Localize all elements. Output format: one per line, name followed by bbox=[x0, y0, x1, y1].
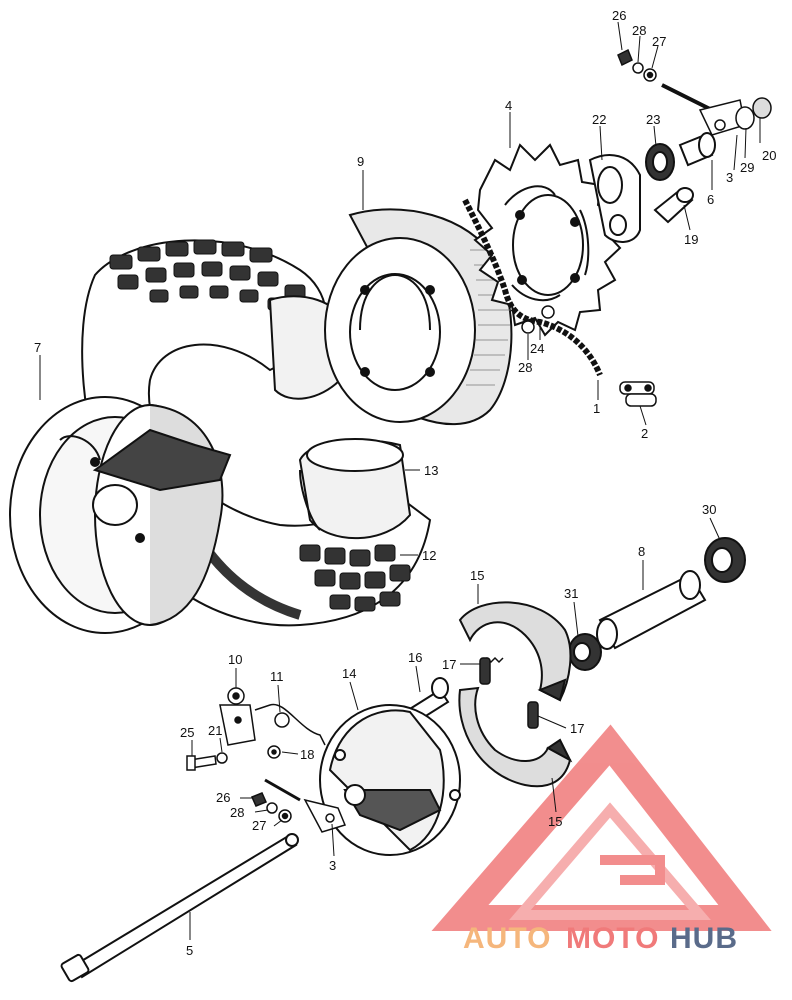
callout-20: 20 bbox=[762, 148, 776, 163]
callout-26-bottom: 26 bbox=[216, 790, 230, 805]
brake-shoe-lower bbox=[458, 686, 573, 788]
callout-18: 18 bbox=[300, 747, 314, 762]
callout-16: 16 bbox=[408, 650, 422, 665]
callout-21: 21 bbox=[208, 723, 222, 738]
callout-9: 9 bbox=[357, 154, 364, 169]
bearing-30 bbox=[704, 537, 746, 583]
collar bbox=[678, 132, 716, 167]
callout-22: 22 bbox=[592, 112, 606, 127]
callout-27-top: 27 bbox=[652, 34, 666, 49]
callout-numbers: 26 28 27 4 22 23 20 29 3 6 19 9 24 28 1 … bbox=[34, 8, 776, 958]
sprocket-carrier bbox=[588, 154, 641, 243]
brake-spring-upper bbox=[479, 656, 504, 685]
watermark-hub: HUB bbox=[670, 922, 738, 955]
callout-1: 1 bbox=[593, 401, 600, 416]
watermark-text: AUTO MOTO HUB bbox=[463, 922, 738, 955]
bearing-31 bbox=[568, 633, 602, 671]
axle-rod bbox=[60, 833, 299, 983]
callout-24: 24 bbox=[530, 341, 544, 356]
drive-chain bbox=[462, 198, 603, 377]
callout-8: 8 bbox=[638, 544, 645, 559]
callout-10: 10 bbox=[228, 652, 242, 667]
callout-14: 14 bbox=[342, 666, 356, 681]
callout-31: 31 bbox=[564, 586, 578, 601]
callout-12: 12 bbox=[422, 548, 436, 563]
leader-lines bbox=[39, 21, 761, 940]
callout-3-bottom: 3 bbox=[329, 858, 336, 873]
callout-25: 25 bbox=[180, 725, 194, 740]
callout-29: 29 bbox=[740, 160, 754, 175]
dust-seal bbox=[645, 143, 675, 181]
callout-19: 19 bbox=[684, 232, 698, 247]
callout-28-bottom: 28 bbox=[230, 805, 244, 820]
callout-2: 2 bbox=[641, 426, 648, 441]
callout-11: 11 bbox=[270, 669, 284, 684]
watermark-auto: AUTO bbox=[463, 922, 551, 955]
watermark-moto: MOTO bbox=[566, 922, 659, 955]
brake-drum bbox=[324, 208, 513, 426]
sprocket bbox=[473, 143, 622, 337]
callout-15-bottom: 15 bbox=[548, 814, 562, 829]
callout-27-bottom: 27 bbox=[252, 818, 266, 833]
callout-17-lower: 17 bbox=[570, 721, 584, 736]
callout-28-top: 28 bbox=[632, 23, 646, 38]
callout-6: 6 bbox=[707, 192, 714, 207]
callout-30: 30 bbox=[702, 502, 716, 517]
callout-15-top: 15 bbox=[470, 568, 484, 583]
callout-7: 7 bbox=[34, 340, 41, 355]
callout-26-top: 26 bbox=[612, 8, 626, 23]
inner-tube bbox=[268, 295, 412, 540]
callout-17-upper: 17 bbox=[442, 657, 456, 672]
brake-spring-lower bbox=[527, 701, 539, 729]
brake-panel bbox=[319, 704, 461, 856]
wheel-hub bbox=[9, 396, 232, 634]
callout-5: 5 bbox=[186, 943, 193, 958]
brake-shoe-upper bbox=[458, 601, 572, 702]
chain-adjuster-top bbox=[617, 48, 772, 136]
callout-4: 4 bbox=[505, 98, 512, 113]
callout-28-mid: 28 bbox=[518, 360, 532, 375]
watermark-logo bbox=[431, 724, 772, 931]
axle-sleeve bbox=[596, 570, 707, 650]
brake-arm-hardware bbox=[186, 687, 326, 771]
master-link bbox=[619, 381, 657, 407]
stud-bolt bbox=[653, 187, 694, 224]
callout-3-top: 3 bbox=[726, 170, 733, 185]
chain-adjuster-bottom bbox=[250, 778, 347, 833]
callout-23: 23 bbox=[646, 112, 660, 127]
callout-13: 13 bbox=[424, 463, 438, 478]
